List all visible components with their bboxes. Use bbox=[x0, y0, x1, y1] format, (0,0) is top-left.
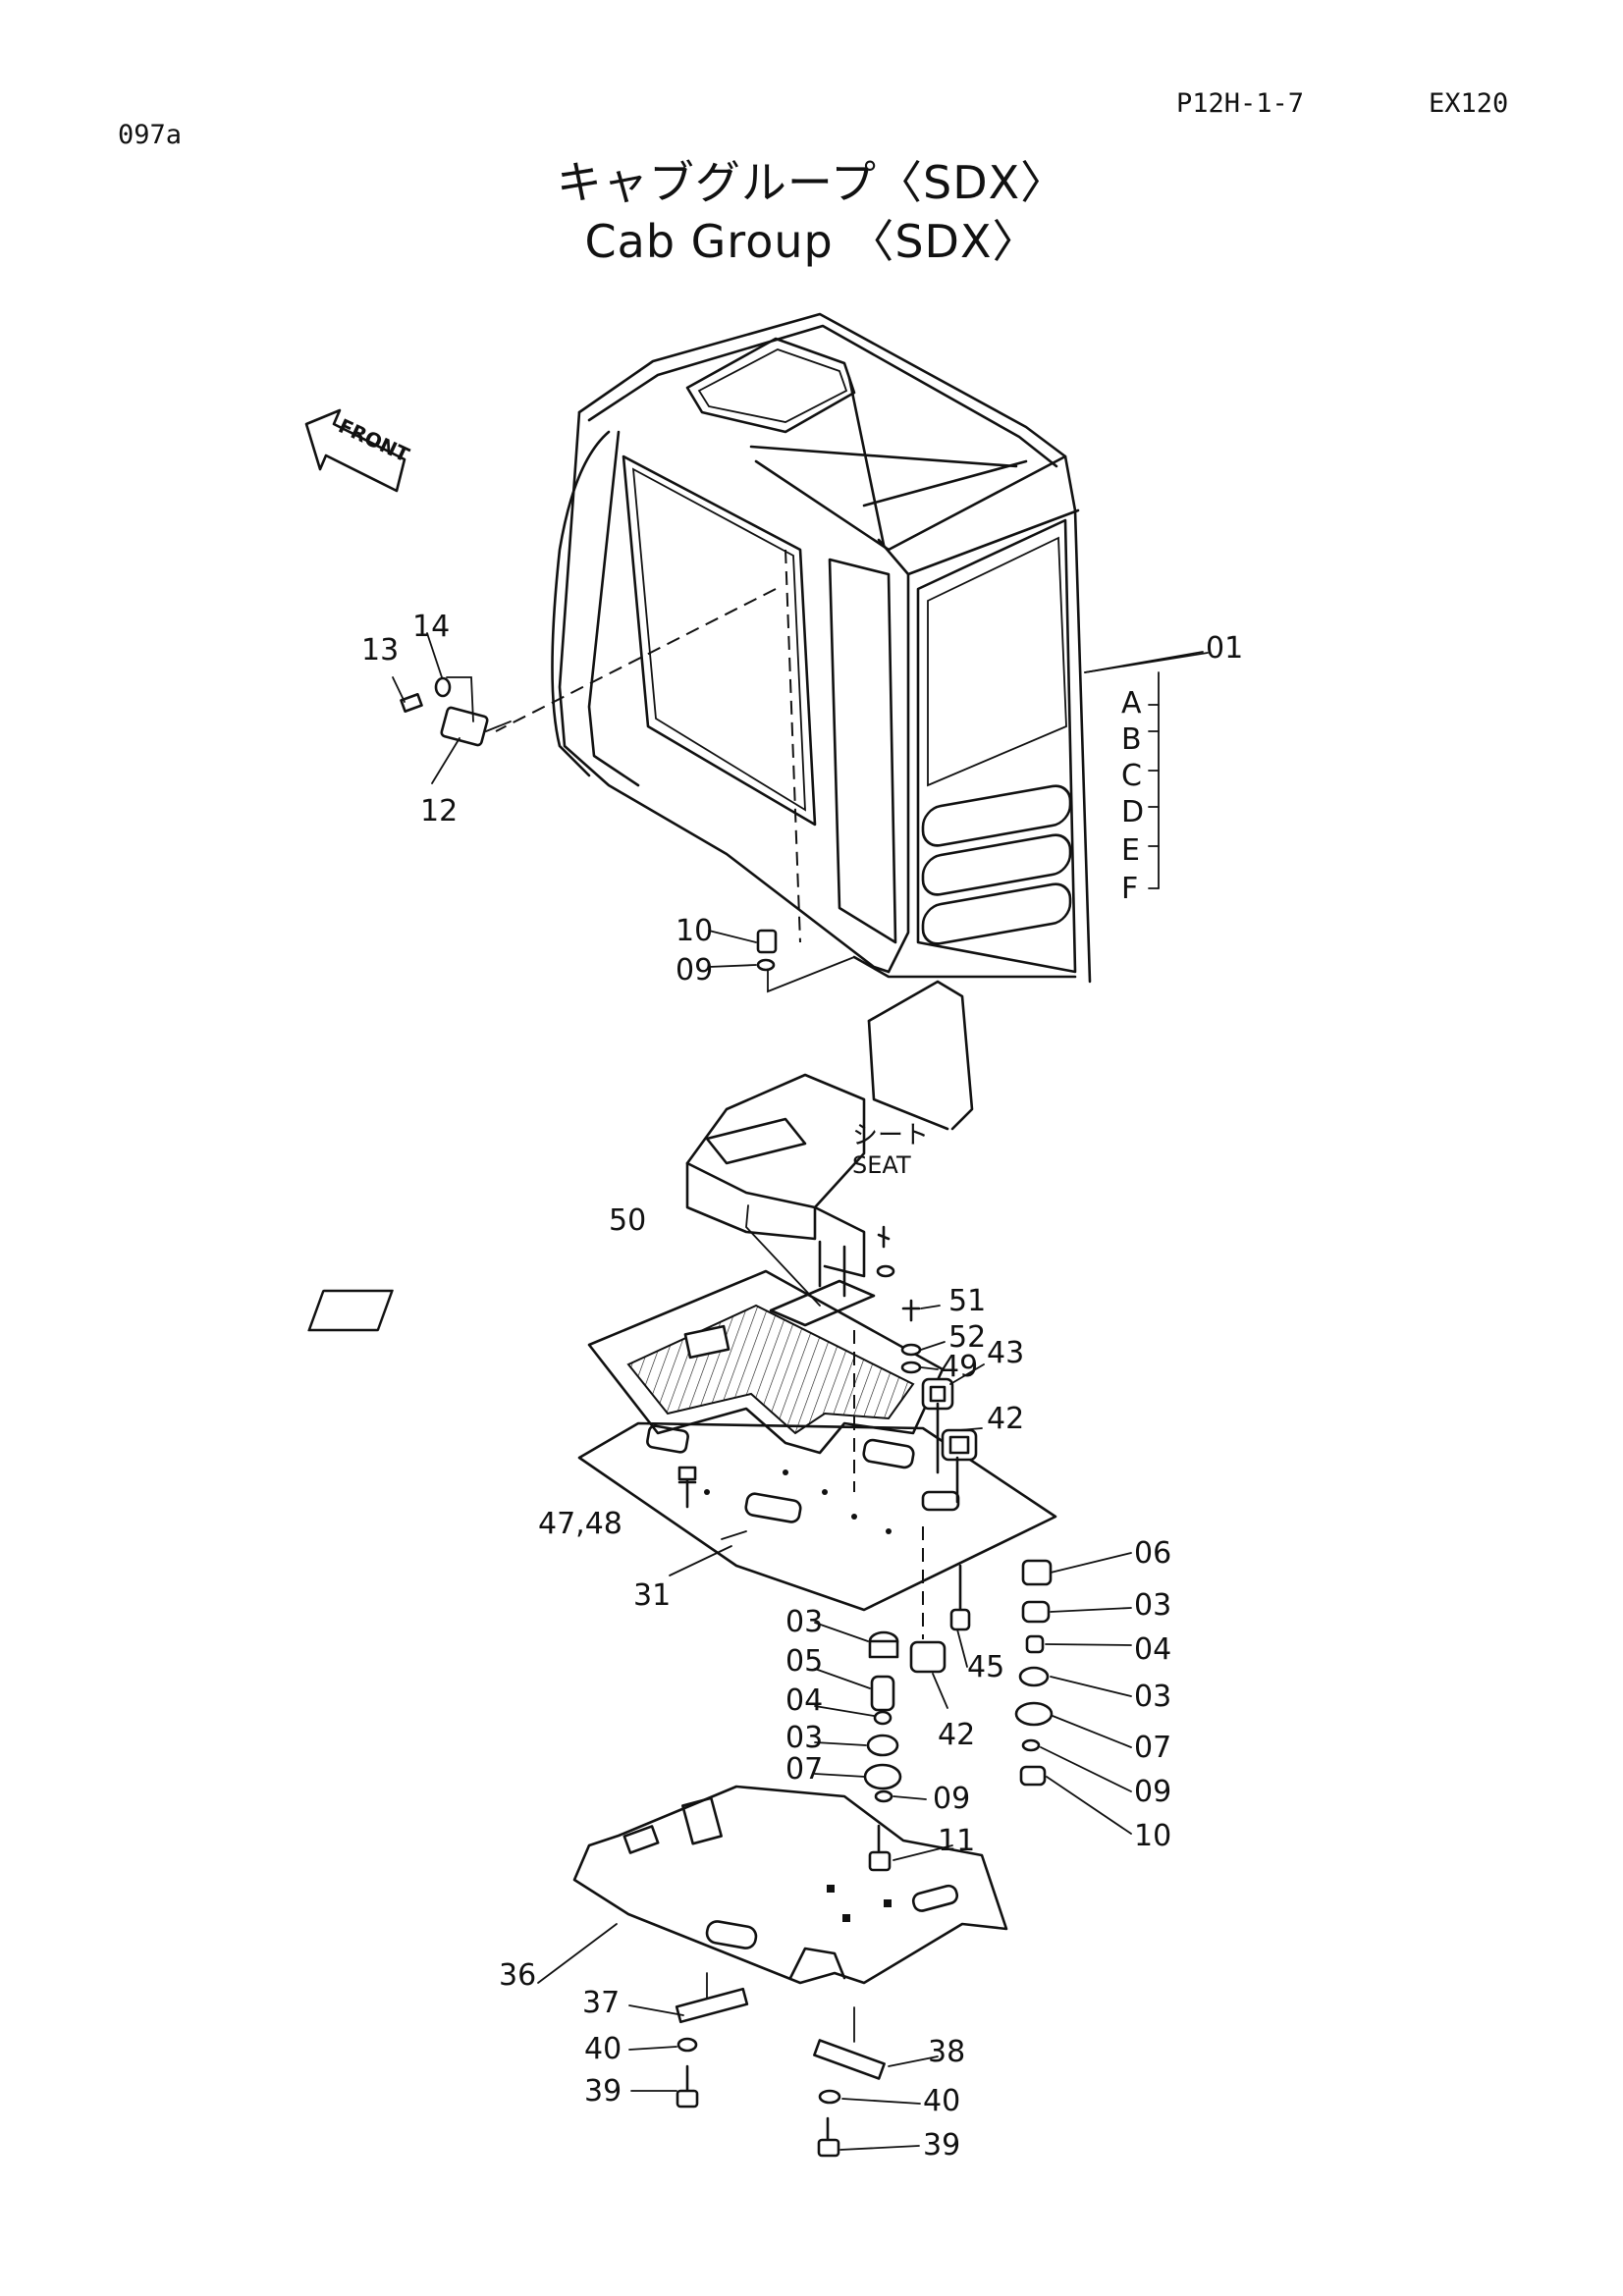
callout-45: 45 bbox=[967, 1650, 1004, 1684]
mount-stack-right bbox=[1014, 1559, 1054, 1787]
callout-31: 31 bbox=[633, 1578, 671, 1613]
callout-06: 06 bbox=[1134, 1536, 1171, 1571]
cab-mount-parts bbox=[756, 929, 855, 993]
callout-09-r: 09 bbox=[1134, 1775, 1171, 1809]
callout-09-upper: 09 bbox=[676, 953, 713, 988]
callout-47-48: 47,48 bbox=[538, 1507, 622, 1541]
title-english: Cab Group 〈SDX〉 bbox=[584, 215, 1039, 268]
callout-11: 11 bbox=[938, 1824, 975, 1858]
callout-51: 51 bbox=[948, 1284, 986, 1318]
cab-assembly bbox=[495, 312, 1209, 984]
variant-label: E bbox=[1121, 833, 1140, 868]
callout-50: 50 bbox=[609, 1203, 646, 1238]
callout-05: 05 bbox=[785, 1644, 823, 1679]
callout-52: 52 bbox=[948, 1320, 986, 1355]
variant-label: F bbox=[1121, 872, 1138, 906]
model-number: EX120 bbox=[1429, 88, 1509, 119]
callout-14: 14 bbox=[412, 610, 450, 644]
callout-37: 37 bbox=[582, 1986, 620, 2020]
callout-09-l: 09 bbox=[933, 1782, 970, 1816]
callout-38: 38 bbox=[928, 2035, 965, 2069]
callout-42-upper: 42 bbox=[987, 1402, 1024, 1436]
mount-stack-left bbox=[863, 1630, 902, 1872]
callout-03-r1: 03 bbox=[1134, 1588, 1171, 1623]
callout-36: 36 bbox=[499, 1958, 536, 1993]
variant-label: A bbox=[1121, 686, 1142, 721]
callout-13: 13 bbox=[361, 633, 399, 667]
floor-plate bbox=[577, 1421, 1057, 1612]
callout-01: 01 bbox=[1206, 631, 1243, 666]
callout-04-l: 04 bbox=[785, 1683, 823, 1718]
callout-07-r: 07 bbox=[1134, 1731, 1171, 1765]
operator-seat bbox=[307, 980, 974, 1332]
callout-39-right: 39 bbox=[923, 2128, 960, 2163]
callout-40-right: 40 bbox=[923, 2084, 960, 2118]
callout-12: 12 bbox=[420, 794, 458, 828]
callout-03-l2: 03 bbox=[785, 1721, 823, 1755]
leader-lines bbox=[392, 632, 1204, 2151]
floor-brackets bbox=[675, 1987, 886, 2158]
callout-03-r2: 03 bbox=[1134, 1680, 1171, 1714]
variant-label: C bbox=[1121, 759, 1142, 793]
callout-10-upper: 10 bbox=[676, 914, 713, 948]
callout-07-l: 07 bbox=[785, 1752, 823, 1787]
callout-03-l1: 03 bbox=[785, 1605, 823, 1639]
callout-42-lower: 42 bbox=[938, 1718, 975, 1752]
floor-mat bbox=[587, 1269, 945, 1455]
callout-40-left: 40 bbox=[584, 2032, 622, 2066]
callout-39-left: 39 bbox=[584, 2074, 622, 2109]
front-arrow-icon: FRONT bbox=[304, 408, 413, 493]
seat-label-japanese: シート bbox=[852, 1121, 929, 1150]
variant-label: B bbox=[1121, 722, 1142, 757]
variant-label: D bbox=[1121, 795, 1144, 829]
callout-43: 43 bbox=[987, 1336, 1024, 1370]
door-catch-parts bbox=[400, 676, 512, 747]
page-reference: P12H-1-7 bbox=[1176, 88, 1305, 119]
title-japanese: キャブグループ〈SDX〉 bbox=[556, 156, 1067, 209]
sheet-code: 097a bbox=[118, 120, 183, 150]
callout-04-r: 04 bbox=[1134, 1632, 1171, 1667]
seat-label-english: SEAT bbox=[852, 1151, 911, 1179]
callout-49: 49 bbox=[941, 1350, 978, 1384]
callout-10-r: 10 bbox=[1134, 1819, 1171, 1853]
cab-mount-rubbers bbox=[853, 1299, 978, 1674]
